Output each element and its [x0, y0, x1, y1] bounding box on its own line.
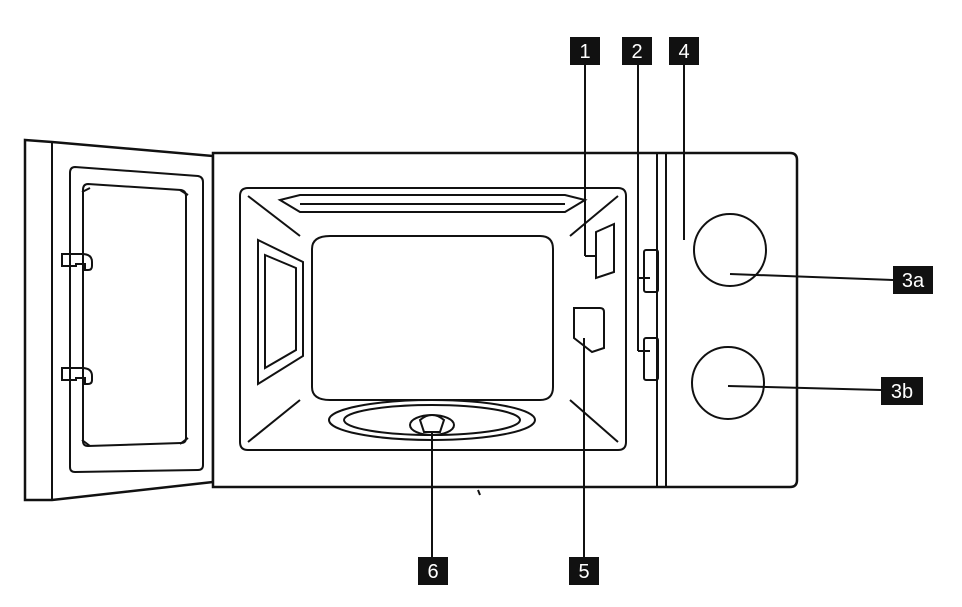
microwave-body — [211, 151, 799, 496]
door-latch-upper — [61, 253, 93, 271]
callout-6-text: 6 — [427, 561, 438, 583]
door-interlock-upper — [643, 249, 659, 293]
callout-2-text: 2 — [631, 41, 642, 63]
oven-cavity — [239, 187, 627, 451]
leader-lines — [431, 62, 894, 557]
control-knob-lower — [691, 346, 765, 420]
cavity-component-5 — [573, 307, 605, 354]
cavity-back-wall — [311, 235, 554, 401]
microwave-door — [23, 138, 215, 502]
callout-3a-text: 3a — [902, 270, 925, 292]
door-interlock-lower — [643, 337, 659, 381]
callout-4-text: 4 — [678, 41, 689, 63]
callout-6: 6 — [418, 557, 448, 585]
callout-4: 4 — [669, 37, 699, 65]
side-vent — [257, 238, 304, 386]
callout-3b: 3b — [881, 377, 923, 405]
callout-5: 5 — [569, 557, 599, 585]
callout-2: 2 — [622, 37, 652, 65]
callout-3b-text: 3b — [891, 381, 913, 403]
door-latch-lower — [61, 367, 93, 385]
waveguide-cover — [595, 222, 615, 280]
callout-1-text: 1 — [579, 41, 590, 63]
control-knob-upper — [693, 213, 767, 287]
callout-5-text: 5 — [578, 561, 589, 583]
callout-1: 1 — [570, 37, 600, 65]
callout-3a: 3a — [893, 266, 933, 294]
